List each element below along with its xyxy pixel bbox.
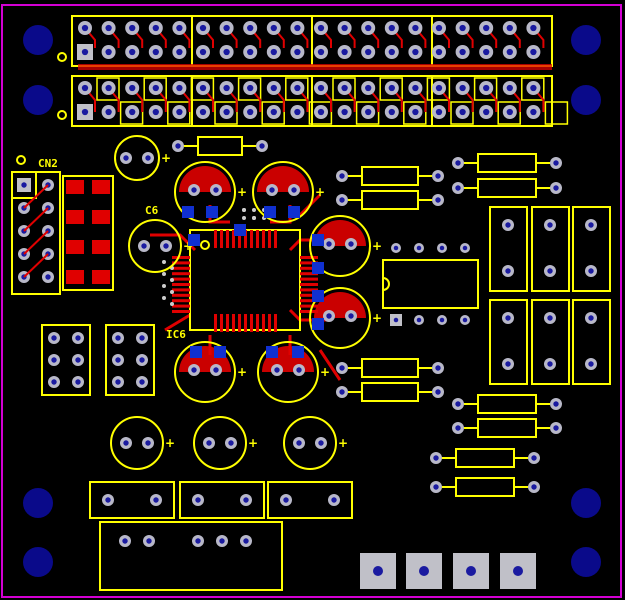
mounting-holes (23, 25, 601, 577)
left-jumpers (41, 324, 155, 396)
svg-text:+: + (237, 365, 247, 379)
svg-text:+: + (372, 239, 382, 253)
svg-text:+: + (237, 185, 247, 199)
svg-text:+: + (320, 365, 330, 379)
terminal-pads (360, 553, 536, 589)
c6-label: C6 (145, 204, 159, 217)
header-pins (77, 21, 541, 120)
vias (182, 206, 324, 358)
dip-ic (382, 259, 479, 309)
svg-text:+: + (248, 436, 258, 450)
pin1-markers (16, 52, 67, 165)
dip-pins (390, 243, 470, 326)
vertical-parts (489, 206, 611, 385)
board-outline (1, 4, 622, 598)
bottom-pins (102, 494, 340, 547)
ic6-label: IC6 (166, 328, 186, 341)
bottom-connectors (89, 481, 353, 591)
svg-text:+: + (161, 151, 171, 165)
svg-text:+: + (338, 436, 348, 450)
svg-text:+: + (315, 185, 325, 199)
svg-text:+: + (372, 311, 382, 325)
svg-text:+: + (165, 436, 175, 450)
smd-outline-cn2 (62, 175, 114, 291)
smd-pads-cn2 (66, 180, 110, 284)
header-bottom (71, 75, 553, 127)
jumper-pins (48, 332, 148, 388)
cn2-label: CN2 (38, 157, 58, 170)
cn2-pins (17, 178, 54, 283)
resistors (172, 136, 562, 497)
cn2-connector: CN2 (11, 157, 61, 295)
